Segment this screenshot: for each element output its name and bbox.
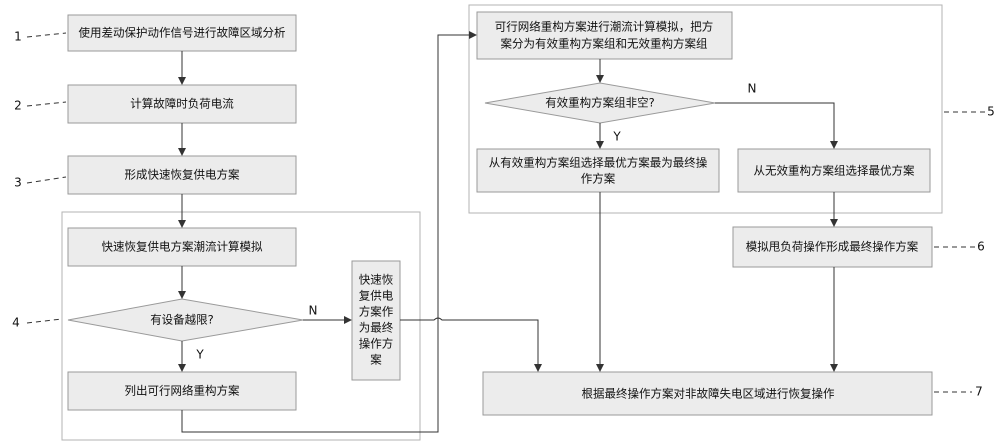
step4-final-line3: 方案作 <box>359 305 394 319</box>
step2-text: 计算故障时负荷电流 <box>130 97 234 111</box>
step7-text: 根据最终操作方案对非故障失电区域进行恢复操作 <box>582 387 835 401</box>
label-3: 3 <box>14 176 22 190</box>
step4-final-line2: 复供电 <box>359 289 394 303</box>
label-7: 7 <box>975 385 983 399</box>
step4-sim-box <box>67 227 297 267</box>
arrow-final4-to-7 <box>400 317 542 372</box>
arrow-list-to-5 <box>181 31 477 433</box>
step5-invalid-text: 从无效重构方案组选择最优方案 <box>754 164 915 178</box>
step4-decision-text: 有设备越限? <box>150 313 214 327</box>
step4-list-text: 列出可行网络重构方案 <box>125 384 240 398</box>
step4-final-box <box>351 260 401 381</box>
label-6: 6 <box>977 240 985 254</box>
step6-text: 模拟甩负荷操作形成最终操作方案 <box>746 240 919 254</box>
step7-box <box>482 371 933 416</box>
step5-sim-line1: 可行网络重构方案进行潮流计算模拟，把方 <box>495 20 714 34</box>
step5-valid-line1: 从有效重构方案组选择最优方案最为最终操 <box>489 156 708 170</box>
leader-3 <box>26 176 67 184</box>
leader-4 <box>26 318 63 324</box>
label-2: 2 <box>14 99 22 113</box>
label-4: 4 <box>12 316 20 330</box>
step5-decision-text: 有效重构方案组非空? <box>545 96 655 110</box>
leader-2 <box>26 101 67 107</box>
step5-sim-line2: 案分为有效重构方案组和无效重构方案组 <box>501 37 708 51</box>
label-1: 1 <box>14 30 22 44</box>
step4-final-line1: 快速恢 <box>359 273 394 287</box>
step4-final-line5: 操作方 <box>359 337 394 351</box>
step4-sim-text: 快速恢复供电方案潮流计算模拟 <box>102 240 263 254</box>
group-5-container <box>468 4 943 214</box>
group-4-container <box>61 211 421 441</box>
label-no-right: N <box>748 82 757 96</box>
step1-text: 使用差动保护动作信号进行故障区域分析 <box>79 26 286 40</box>
step4-final-line6: 案 <box>370 353 382 367</box>
step5-invalid-box <box>737 148 931 193</box>
leader-1 <box>26 32 67 38</box>
step5-sim-box <box>476 11 733 60</box>
step6-box <box>732 226 933 268</box>
label-yes-left: Y <box>195 348 204 362</box>
step5-valid-line2: 作方案 <box>581 172 616 186</box>
label-yes-right: Y <box>612 130 621 144</box>
step3-box <box>67 155 297 195</box>
step4-final-line4: 为最终 <box>359 321 394 335</box>
label-no-left: N <box>309 304 318 318</box>
label-5: 5 <box>987 105 995 119</box>
step3-text: 形成快速恢复供电方案 <box>125 168 240 182</box>
step1-box <box>67 14 297 52</box>
arrow-5decision-no <box>715 102 838 149</box>
step5-valid-box <box>476 148 720 193</box>
